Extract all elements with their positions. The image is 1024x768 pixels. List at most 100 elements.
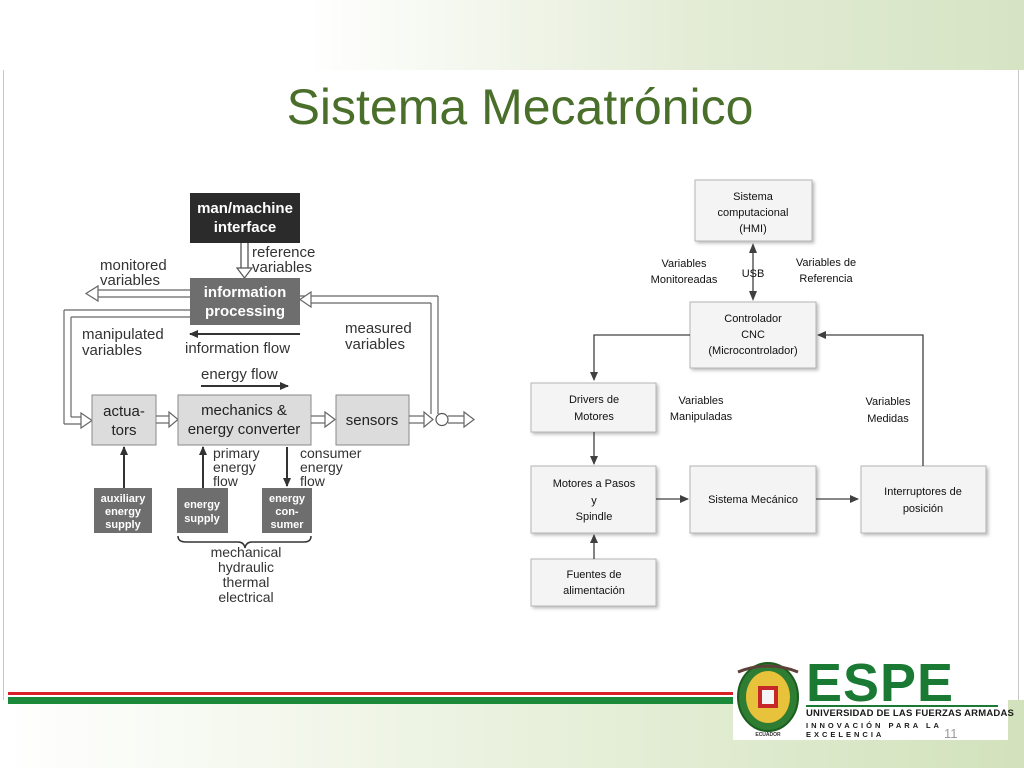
domain-thermal: thermal [223, 574, 270, 590]
motores-box [530, 465, 657, 534]
var-monitoreadas-label-1: Variables [661, 258, 707, 270]
auxiliary-label-1: auxiliary [101, 493, 147, 505]
sistema-label-3: (HMI) [739, 223, 767, 235]
measured-arrow [298, 290, 439, 414]
auxiliary-label-3: supply [105, 519, 141, 531]
actuators-label-2: tors [111, 422, 136, 439]
domain-mechanical: mechanical [211, 544, 282, 560]
sistema-label-2: computacional [718, 207, 789, 219]
man-machine-label-2: interface [214, 219, 277, 236]
controlador-to-drivers-arrow [590, 334, 690, 381]
footer-red-line [8, 692, 733, 695]
var-referencia-label-2: Referencia [799, 273, 853, 285]
measured-label-1: measured [345, 320, 412, 337]
sistema-mecanico-label: Sistema Mecánico [708, 494, 798, 506]
auxiliary-label-2: energy [105, 506, 142, 518]
sistema-computacional-box [694, 179, 813, 242]
info-processing-label-1: information [204, 284, 287, 301]
man-machine-label-1: man/machine [197, 200, 293, 217]
motores-label-2: y [591, 495, 597, 507]
primary-label-3: flow [213, 473, 239, 489]
manipulated-label-1: manipulated [82, 326, 164, 343]
var-manipuladas-label-2: Manipuladas [670, 411, 733, 423]
var-manipuladas-label-1: Variables [678, 395, 724, 407]
motores-label-1: Motores a Pasos [553, 478, 636, 490]
interruptores-label-2: posición [903, 503, 943, 515]
var-referencia-label-1: Variables de [796, 257, 856, 269]
var-medidas-label-2: Medidas [867, 413, 909, 425]
espe-subtitle: UNIVERSIDAD DE LAS FUERZAS ARMADAS [806, 708, 1015, 719]
monitored-label-1: monitored [100, 257, 167, 274]
info-processing-box [190, 278, 300, 325]
var-monitoreadas-label-2: Monitoreadas [651, 274, 718, 286]
auxiliary-box [94, 488, 152, 533]
energy-supply-label-2: supply [184, 513, 220, 525]
mechanics-label-1: mechanics & [201, 402, 287, 419]
controlador-label-1: Controlador [724, 313, 782, 325]
info-processing-label-2: processing [205, 303, 285, 320]
footer-green-line [8, 697, 733, 704]
actuators-label-1: actua- [103, 403, 145, 420]
usb-label: USB [742, 268, 765, 280]
controlador-box [689, 301, 817, 369]
energy-consumer-label-3: sumer [270, 519, 304, 531]
interruptores-to-controlador-arrow [817, 331, 924, 466]
drivers-label-2: Motores [574, 411, 614, 423]
man-machine-box [190, 193, 300, 243]
actuators-to-mechanics-arrow [156, 410, 179, 429]
header-band [0, 0, 1024, 70]
page-number: 11 [944, 726, 958, 741]
domain-hydraulic: hydraulic [218, 559, 274, 575]
energy-supply-label-1: energy [184, 499, 221, 511]
domain-electrical: electrical [218, 589, 273, 605]
slide-title: Sistema Mecatrónico [286, 79, 754, 135]
logo-divider [806, 705, 998, 707]
espe-logo-text: ESPE [806, 653, 955, 713]
drivers-box [530, 382, 657, 433]
sensors-box [335, 394, 410, 446]
mechanics-box [177, 394, 312, 446]
controlador-label-3: (Microcontrolador) [708, 345, 797, 357]
fuentes-label-1: Fuentes de [566, 569, 621, 581]
sensors-label: sensors [346, 412, 399, 429]
interruptores-label-1: Interruptores de [884, 486, 962, 498]
sensors-output-arrow [409, 410, 475, 429]
controlador-label-2: CNC [741, 329, 765, 341]
usb-arrow [749, 243, 757, 301]
monitored-arrow [84, 284, 190, 303]
energy-supply-box [177, 488, 228, 533]
consumer-label-2: energy [300, 459, 343, 475]
measured-label-2: variables [345, 336, 405, 353]
information-flow-label: information flow [185, 340, 290, 357]
left-diagram: man/machine interface reference variable… [63, 193, 475, 605]
reference-arrow [235, 243, 254, 279]
mechanics-label-2: energy converter [188, 421, 301, 438]
reference-label-2: variables [252, 259, 312, 276]
var-medidas-label-1: Variables [865, 396, 911, 408]
motores-label-3: Spindle [576, 511, 613, 523]
actuators-box [91, 394, 157, 446]
manipulated-arrow [63, 309, 190, 430]
energy-consumer-label-1: energy [269, 493, 306, 505]
consumer-label-3: flow [300, 473, 326, 489]
domains-brace [177, 535, 312, 549]
consumer-label-1: consumer [300, 445, 362, 461]
right-diagram: Sistema computacional (HMI) USB Variable… [530, 179, 987, 607]
monitored-label-2: variables [100, 272, 160, 289]
primary-label-1: primary [213, 445, 260, 461]
energy-consumer-label-2: con- [275, 506, 299, 518]
energy-consumer-box [262, 488, 312, 533]
fuentes-box [530, 558, 657, 607]
interruptores-box [860, 465, 987, 534]
mechanics-to-sensors-arrow [311, 410, 336, 429]
reference-label-1: reference [252, 244, 315, 261]
sistema-mecanico-box [689, 465, 817, 534]
manipulated-label-2: variables [82, 342, 142, 359]
sistema-label-1: Sistema [733, 191, 774, 203]
drivers-label-1: Drivers de [569, 394, 619, 406]
energy-flow-label: energy flow [201, 366, 278, 383]
fuentes-label-2: alimentación [563, 585, 625, 597]
espe-motto: INNOVACIÓN PARA LA EXCELENCIA [806, 721, 942, 739]
primary-label-2: energy [213, 459, 256, 475]
